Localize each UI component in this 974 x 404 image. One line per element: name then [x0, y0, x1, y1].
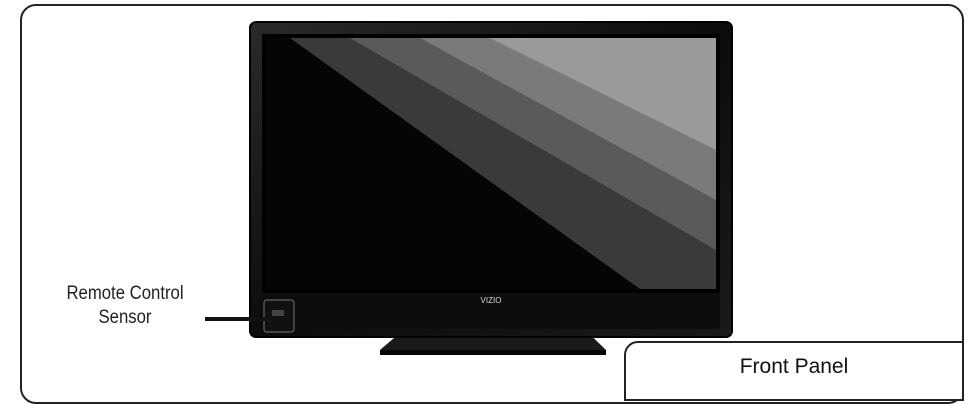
front-panel-label: Front Panel: [626, 355, 962, 379]
remote-sensor-label: Remote Control Sensor: [50, 282, 200, 330]
front-panel-tab: Front Panel: [624, 341, 964, 401]
tv-screen: [266, 38, 716, 289]
tv-brand-logo: VIZIO: [481, 296, 502, 305]
remote-sensor-leader-line: [205, 317, 267, 321]
remote-sensor-label-line1: Remote Control: [50, 282, 200, 306]
remote-sensor-label-line2: Sensor: [50, 306, 200, 330]
